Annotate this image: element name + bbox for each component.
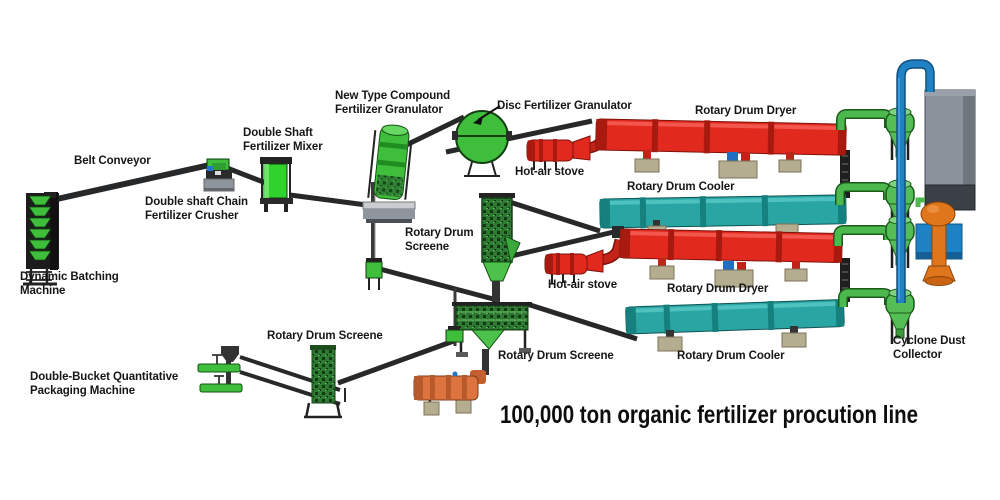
granulator-base <box>362 201 416 210</box>
label-fertilizer-mixer: Double Shaft Fertilizer Mixer <box>243 127 323 153</box>
packaging-machine <box>197 346 243 393</box>
label-screener-mid: Rotary Drum Screene <box>405 227 474 253</box>
drum-screener-left <box>304 345 342 419</box>
bucket-2 <box>199 383 243 393</box>
elevator-hopper <box>365 258 383 290</box>
dynamic-batching-machine <box>23 192 59 286</box>
label-dryer-top: Rotary Drum Dryer <box>695 105 797 117</box>
dust-collector-cabinet <box>915 89 976 211</box>
tower-screener <box>479 193 521 307</box>
label-cyclone-collector: Cyclone Dust Collector <box>893 335 966 361</box>
belt-conveyor-line <box>47 161 215 204</box>
screener-to-packaging-conveyor <box>337 335 463 386</box>
exhaust-fan <box>920 201 956 286</box>
label-hot-air-stove-top: Hot-air stove <box>515 166 584 178</box>
label-belt-conveyor: Belt Conveyor <box>74 155 151 167</box>
label-compound-granulator: New Type Compound Fertilizer Granulator <box>335 90 451 116</box>
elevator-to-screener-conveyor <box>375 265 498 303</box>
disc-granulator <box>452 110 512 177</box>
screener-to-cooler2-conveyor <box>526 301 638 342</box>
diagram-title: 100,000 ton organic fertilizer procution… <box>500 401 919 429</box>
rotary-drum-dryer-top <box>595 118 847 179</box>
bucket-elevator-columns <box>840 150 850 302</box>
conveyor-lines <box>47 114 638 406</box>
label-screener-left: Rotary Drum Screene <box>267 330 383 342</box>
rotary-drum-cooler-bottom <box>625 299 845 352</box>
label-hot-air-stove-bottom: Hot-air stove <box>548 279 617 291</box>
label-packaging-machine: Double-Bucket Quantitative Packaging Mac… <box>30 371 179 397</box>
label-cooler-bottom: Rotary Drum Cooler <box>677 350 785 362</box>
screener-to-dryer2-conveyor <box>496 195 601 234</box>
fertilizer-mixer <box>260 157 293 212</box>
screener-lower-conveyor <box>506 228 619 260</box>
disc-label-arrow <box>473 105 501 125</box>
junction-hopper <box>445 326 464 343</box>
crusher-to-mixer-conveyor <box>226 165 267 186</box>
label-screener-center: Rotary Drum Screene <box>498 350 614 362</box>
hot-air-stove-bottom <box>544 238 626 283</box>
label-dryer-bottom: Rotary Drum Dryer <box>667 283 769 295</box>
new-type-compound-granulator <box>362 124 416 223</box>
label-disc-granulator: Disc Fertilizer Granulator <box>497 100 632 112</box>
rotary-drum-cooler-top <box>599 194 847 238</box>
orange-drum <box>413 370 486 416</box>
bucket-1 <box>197 363 241 373</box>
exhaust-pipe <box>896 59 935 303</box>
fertilizer-crusher <box>203 158 235 192</box>
label-dynamic-batching: Dynamic Batching Machine <box>20 271 119 297</box>
label-fertilizer-crusher: Double shaft Chain Fertilizer Crusher <box>145 196 248 222</box>
label-cooler-top: Rotary Drum Cooler <box>627 181 735 193</box>
rotary-drum-dryer-bottom <box>612 226 843 288</box>
horizontal-screener <box>452 302 532 375</box>
